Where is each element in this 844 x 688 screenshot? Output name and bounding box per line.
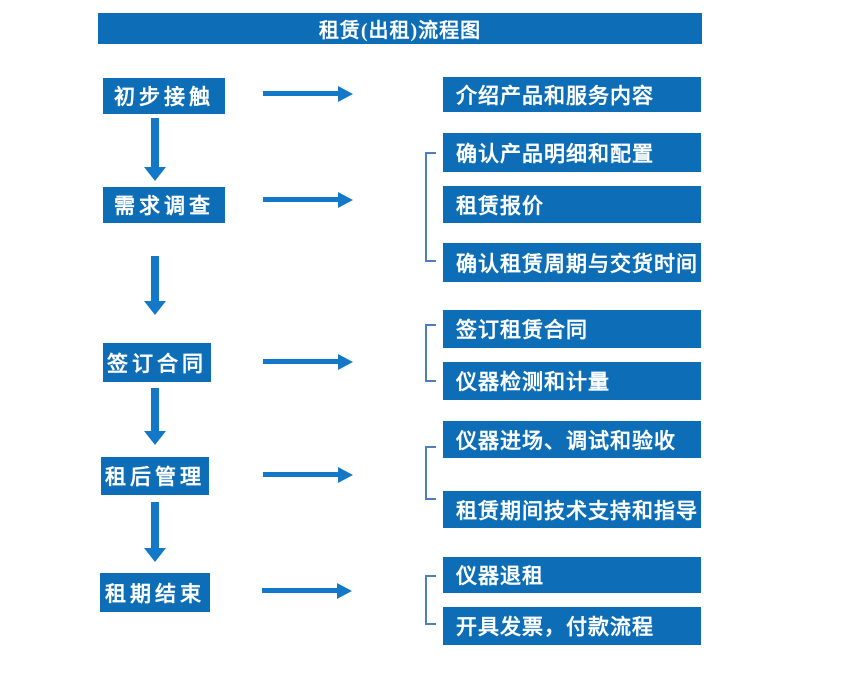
arrow-shaft [262, 588, 340, 593]
detail-box-technical-support-during-rental: 租赁期间技术支持和指导 [443, 491, 701, 528]
down-arrow-2 [144, 256, 166, 315]
down-arrow-4 [144, 502, 166, 562]
down-arrow-1 [144, 118, 166, 181]
stage-box-rental-period-end: 租期结束 [100, 573, 210, 612]
right-arrow-rental-end [262, 583, 352, 599]
right-arrow-post-rental [263, 467, 353, 483]
right-arrow-initial-contact [263, 86, 353, 102]
detail-box-introduce-products-services: 介绍产品和服务内容 [443, 77, 701, 112]
arrow-head-icon [144, 431, 166, 445]
bracket-demand-survey-group [425, 152, 436, 262]
arrow-shaft [263, 91, 341, 96]
bracket-sign-contract-group [425, 324, 436, 382]
stage-box-initial-contact: 初步接触 [103, 78, 225, 114]
arrow-head-icon [338, 467, 353, 483]
arrow-shaft [151, 256, 159, 303]
arrow-shaft [151, 388, 159, 433]
right-arrow-sign-contract [263, 354, 353, 370]
arrow-head-icon [338, 86, 353, 102]
arrow-shaft [151, 502, 159, 550]
bracket-post-rental-group [425, 446, 436, 500]
detail-box-invoice-payment-process: 开具发票，付款流程 [443, 607, 701, 645]
detail-box-instrument-return: 仪器退租 [443, 557, 701, 593]
down-arrow-3 [144, 388, 166, 445]
stage-box-demand-survey: 需求调查 [103, 187, 225, 223]
stage-box-post-rental-management: 租后管理 [101, 457, 209, 495]
detail-box-confirm-rental-period-delivery: 确认租赁周期与交货时间 [443, 243, 701, 282]
arrow-head-icon [338, 192, 353, 208]
detail-box-rental-quotation: 租赁报价 [443, 186, 701, 223]
arrow-head-icon [144, 548, 166, 562]
detail-box-instrument-arrival-debug-acceptance: 仪器进场、调试和验收 [443, 421, 701, 458]
arrow-shaft [263, 472, 341, 477]
detail-box-sign-rental-contract: 签订租赁合同 [443, 310, 701, 348]
detail-box-instrument-inspection-calibration: 仪器检测和计量 [443, 362, 701, 400]
stage-box-sign-contract: 签订合同 [103, 343, 211, 382]
arrow-shaft [151, 118, 159, 169]
arrow-head-icon [144, 301, 166, 315]
right-arrow-demand-survey [263, 192, 353, 208]
bracket-rental-end-group [425, 575, 436, 625]
flowchart-title: 租赁(出租)流程图 [98, 13, 702, 44]
arrow-head-icon [337, 583, 352, 599]
arrow-shaft [263, 359, 341, 364]
arrow-shaft [263, 197, 341, 202]
arrow-head-icon [338, 354, 353, 370]
detail-box-confirm-product-details-config: 确认产品明细和配置 [443, 133, 701, 172]
arrow-head-icon [144, 167, 166, 181]
